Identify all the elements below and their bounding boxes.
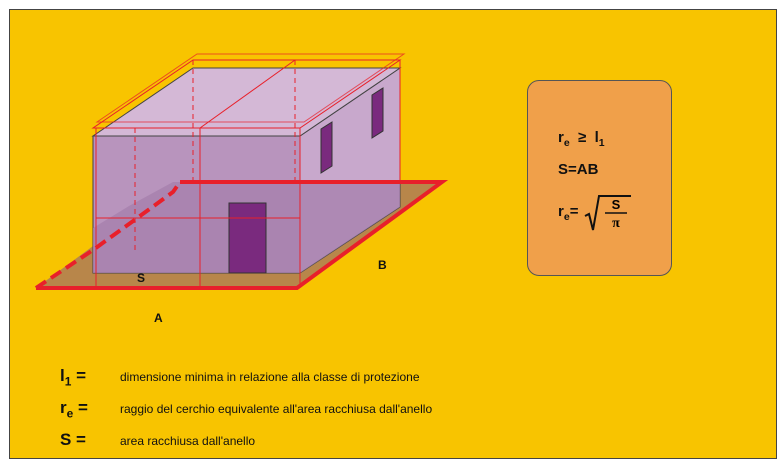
formula-re-ge-l1: re ≥ l1 xyxy=(558,129,605,149)
legend-row-re: re = raggio del cerchio equivalente all'… xyxy=(60,398,432,420)
ring-hidden-edge xyxy=(34,180,182,290)
sqrt-numerator: S xyxy=(611,197,620,212)
legend-row-l1: l1 = dimensione minima in relazione alla… xyxy=(60,366,420,388)
diagram-canvas: S A B re ≥ l1 S=AB re= S π l1 = dimensio… xyxy=(9,9,777,459)
formula-re-sqrt: re= S π xyxy=(558,194,633,232)
door xyxy=(228,202,267,274)
legend-text-l1: dimensione minima in relazione alla clas… xyxy=(120,370,420,384)
label-b: B xyxy=(378,258,387,272)
label-s: S xyxy=(137,271,145,285)
legend-text-re: raggio del cerchio equivalente all'area … xyxy=(120,402,433,416)
label-a: A xyxy=(154,311,163,325)
window-left xyxy=(320,121,333,174)
legend-row-s: S = area racchiusa dall'anello xyxy=(60,430,255,450)
window-right xyxy=(371,87,384,139)
sqrt-denominator: π xyxy=(612,216,620,231)
ring-front-edge xyxy=(36,180,449,290)
sqrt-symbol: S π xyxy=(584,195,631,231)
formula-s-ab: S=AB xyxy=(558,161,599,178)
legend-symbol-l1: l1 = xyxy=(60,366,87,389)
legend-symbol-re: re = xyxy=(60,398,88,421)
building-illustration: S A B xyxy=(34,53,449,325)
formula-box: re ≥ l1 S=AB re= S π xyxy=(527,80,672,276)
construction-lines xyxy=(91,53,406,288)
legend-text-s: area racchiusa dall'anello xyxy=(120,434,256,448)
legend-symbol-s: S = xyxy=(60,430,86,449)
